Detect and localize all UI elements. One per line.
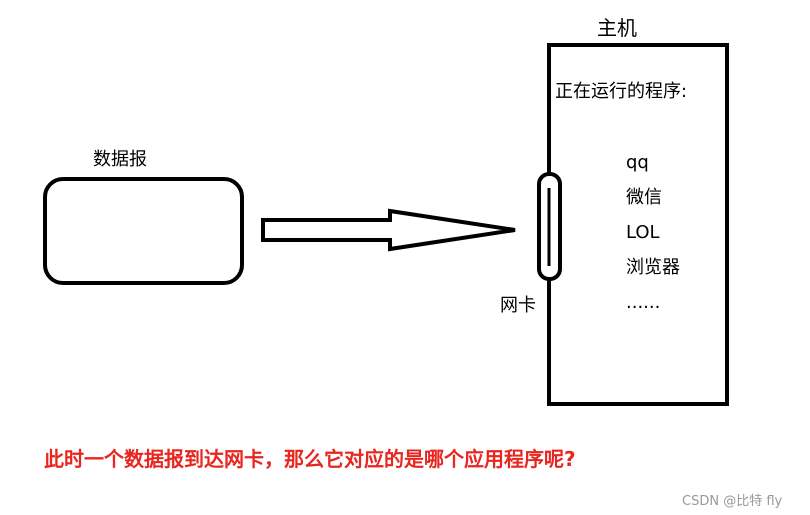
program-item-lol: LOL: [626, 222, 660, 243]
arrow-icon: [261, 208, 516, 252]
program-item-qq: qq: [626, 152, 649, 173]
program-item-wechat: 微信: [626, 187, 662, 208]
running-programs-label: 正在运行的程序:: [555, 81, 688, 102]
host-title: 主机: [597, 16, 637, 40]
program-item-browser: 浏览器: [626, 257, 680, 278]
program-item-more: ......: [626, 292, 661, 313]
packet-box: [43, 177, 244, 285]
question-text: 此时一个数据报到达网卡，那么它对应的是哪个应用程序呢?: [44, 447, 576, 471]
program-list: qq 微信 LOL 浏览器 ......: [626, 145, 680, 320]
packet-label: 数据报: [93, 149, 147, 170]
host-box: [547, 43, 729, 406]
watermark: CSDN @比特 fly: [682, 494, 783, 509]
nic-label: 网卡: [500, 295, 536, 316]
